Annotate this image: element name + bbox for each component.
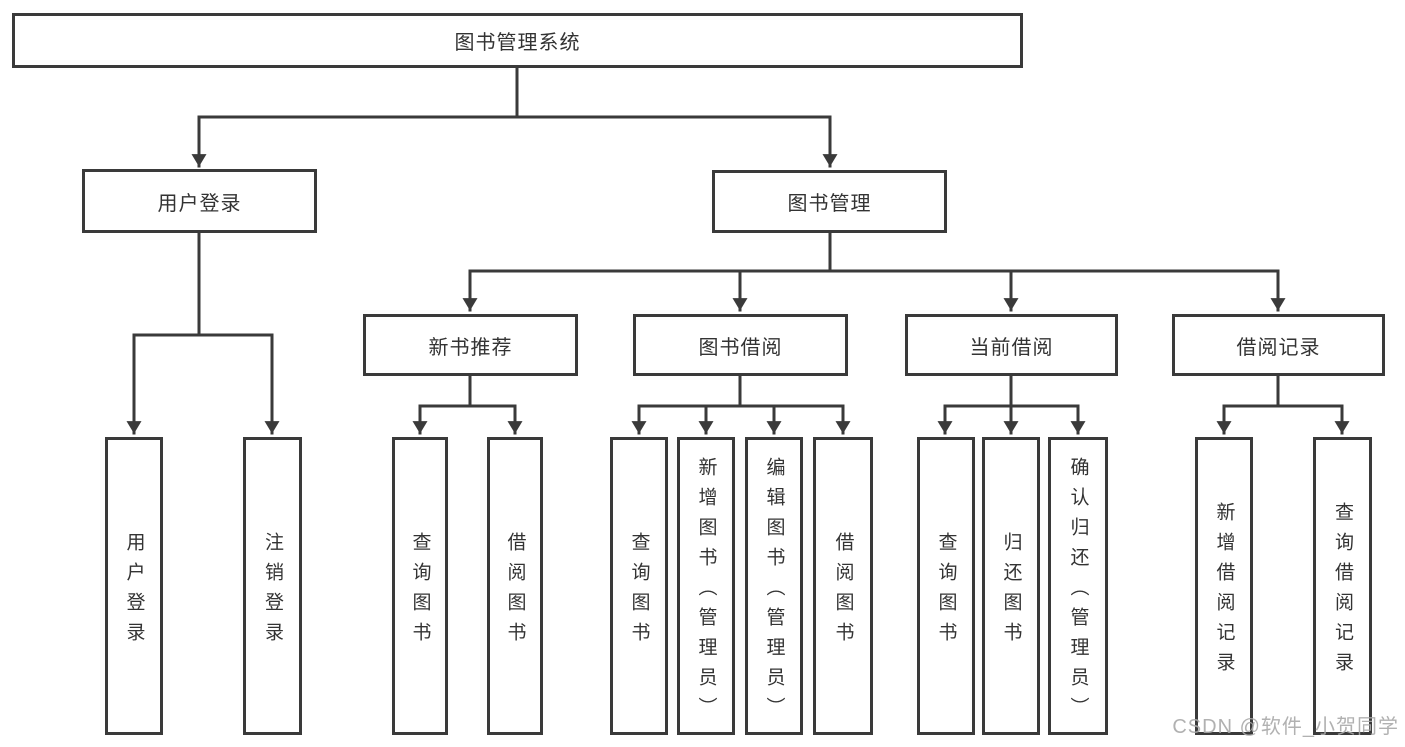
node-book-management-branch: 图书管理 [712, 170, 947, 233]
node-current-borrowing: 当前借阅 [905, 314, 1118, 376]
node-borrowing-records: 借阅记录 [1172, 314, 1385, 376]
leaf-edit-books-admin: 编辑图书（管理员） [745, 437, 803, 735]
leaf-query-books-recommend: 查询图书 [392, 437, 448, 735]
node-root-system: 图书管理系统 [12, 13, 1023, 68]
leaf-query-borrow-record: 查询借阅记录 [1313, 437, 1372, 735]
leaf-query-books-current: 查询图书 [917, 437, 975, 735]
node-new-book-recommendation: 新书推荐 [363, 314, 578, 376]
leaf-confirm-return-admin: 确认归还（管理员） [1048, 437, 1108, 735]
node-book-borrowing: 图书借阅 [633, 314, 848, 376]
leaf-add-books-admin: 新增图书（管理员） [677, 437, 735, 735]
leaf-user-login: 用户登录 [105, 437, 163, 735]
csdn-watermark: CSDN @软件_小贺同学 [1172, 716, 1399, 738]
leaf-logout: 注销登录 [243, 437, 302, 735]
node-user-login-branch: 用户登录 [82, 169, 317, 233]
leaf-query-books-borrow: 查询图书 [610, 437, 668, 735]
leaf-return-books: 归还图书 [982, 437, 1040, 735]
leaf-borrow-books: 借阅图书 [813, 437, 873, 735]
leaf-add-borrow-record: 新增借阅记录 [1195, 437, 1253, 735]
leaf-borrow-books-recommend: 借阅图书 [487, 437, 543, 735]
